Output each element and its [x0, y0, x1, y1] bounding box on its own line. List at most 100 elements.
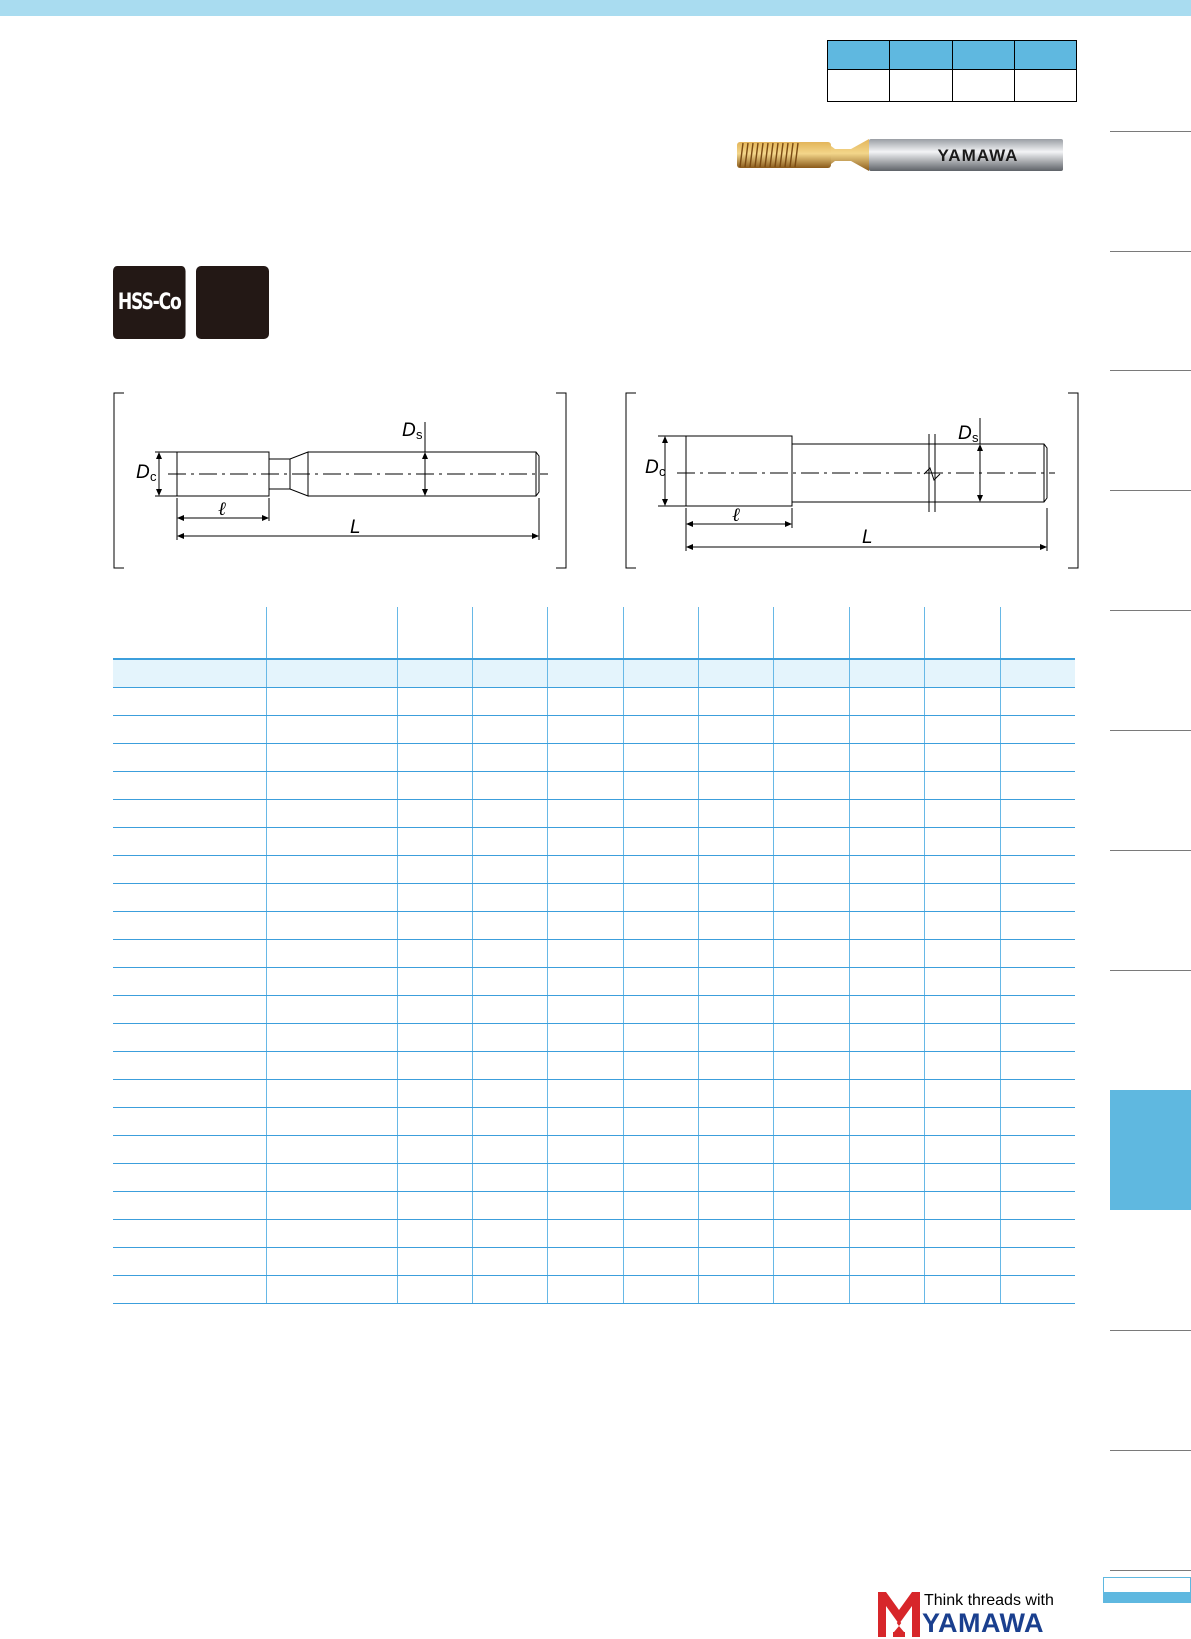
- table-cell: [113, 1079, 266, 1108]
- table-cell: [265, 1051, 397, 1080]
- table-cell: [848, 1107, 924, 1136]
- logo-tagline: Think threads with: [924, 1592, 1054, 1609]
- index-tab-divider: [1110, 131, 1191, 132]
- dimension-table: [113, 607, 1075, 1304]
- table-cell: [999, 827, 1075, 856]
- table-row: [113, 827, 1075, 856]
- index-tab-divider: [1110, 370, 1191, 371]
- table-row: [113, 1219, 1075, 1248]
- table-cell: [697, 883, 773, 912]
- table-cell: [999, 911, 1075, 940]
- table-cell: [471, 659, 547, 688]
- table-cell: [546, 743, 623, 772]
- table-cell: [265, 911, 397, 940]
- table-cell: [471, 743, 547, 772]
- spec-box-header-cell: [951, 40, 1015, 70]
- table-cell: [265, 827, 397, 856]
- table-cell: [848, 687, 924, 716]
- table-cell: [923, 1163, 1000, 1192]
- table-cell: [471, 799, 547, 828]
- table-cell: [848, 799, 924, 828]
- table-cell: [772, 939, 849, 968]
- table-cell: [697, 1219, 773, 1248]
- table-cell: [772, 911, 849, 940]
- table-cell: [546, 1191, 623, 1220]
- table-cell: [999, 1051, 1075, 1080]
- table-cell: [697, 1247, 773, 1276]
- spec-box-header-cell: [1013, 40, 1078, 70]
- table-header-cell: [396, 607, 472, 660]
- table-cell: [848, 1051, 924, 1080]
- spec-box-value-cell: [889, 69, 953, 102]
- table-cell: [848, 1023, 924, 1052]
- table-cell: [396, 1023, 472, 1052]
- table-cell: [848, 1219, 924, 1248]
- overall-length-label: L: [862, 527, 873, 548]
- table-header-cell: [113, 607, 266, 660]
- table-cell: [113, 855, 266, 884]
- table-cell: [697, 1275, 773, 1304]
- table-row: [113, 1191, 1075, 1220]
- table-cell: [265, 1191, 397, 1220]
- table-cell: [923, 939, 1000, 968]
- table-cell: [999, 799, 1075, 828]
- index-tab-active: [1110, 1090, 1191, 1210]
- ds-subscript: s: [972, 430, 979, 445]
- table-cell: [471, 771, 547, 800]
- table-cell: [999, 1135, 1075, 1164]
- table-cell: [113, 659, 266, 688]
- spec-box-value-cell: [826, 69, 891, 102]
- table-cell: [546, 855, 623, 884]
- table-cell: [113, 911, 266, 940]
- table-cell: [999, 939, 1075, 968]
- index-tab-divider: [1110, 850, 1191, 851]
- table-cell: [772, 855, 849, 884]
- table-cell: [999, 715, 1075, 744]
- table-cell: [265, 995, 397, 1024]
- table-cell: [265, 1135, 397, 1164]
- table-cell: [772, 659, 849, 688]
- table-header-cell: [999, 607, 1075, 660]
- table-cell: [848, 1079, 924, 1108]
- table-cell: [546, 687, 623, 716]
- table-cell: [923, 1191, 1000, 1220]
- table-cell: [622, 995, 698, 1024]
- table-cell: [772, 1247, 849, 1276]
- index-tab-divider: [1110, 251, 1191, 252]
- overall-length-label: L: [350, 517, 361, 538]
- table-row: [113, 659, 1075, 688]
- table-cell: [923, 687, 1000, 716]
- coating-badge: [196, 266, 269, 339]
- table-cell: [848, 939, 924, 968]
- table-cell: [923, 715, 1000, 744]
- table-cell: [396, 1051, 472, 1080]
- table-cell: [471, 1079, 547, 1108]
- table-cell: [396, 1191, 472, 1220]
- table-cell: [265, 771, 397, 800]
- index-tab-divider: [1110, 970, 1191, 971]
- table-header-cell: [848, 607, 924, 660]
- table-cell: [999, 1191, 1075, 1220]
- table-body: [113, 659, 1075, 1304]
- index-tab-divider: [1110, 1450, 1191, 1451]
- table-cell: [697, 827, 773, 856]
- table-row: [113, 743, 1075, 772]
- index-tab-divider: [1110, 730, 1191, 731]
- table-cell: [923, 1275, 1000, 1304]
- table-cell: [113, 939, 266, 968]
- bracket-right: [556, 392, 567, 569]
- table-cell: [622, 911, 698, 940]
- table-cell: [999, 995, 1075, 1024]
- table-cell: [396, 1107, 472, 1136]
- table-row: [113, 1079, 1075, 1108]
- table-cell: [697, 1135, 773, 1164]
- table-cell: [113, 995, 266, 1024]
- table-cell: [113, 883, 266, 912]
- table-cell: [848, 1135, 924, 1164]
- table-cell: [622, 659, 698, 688]
- table-cell: [999, 1107, 1075, 1136]
- table-cell: [772, 1219, 849, 1248]
- table-cell: [848, 1163, 924, 1192]
- table-cell: [622, 1051, 698, 1080]
- table-cell: [471, 939, 547, 968]
